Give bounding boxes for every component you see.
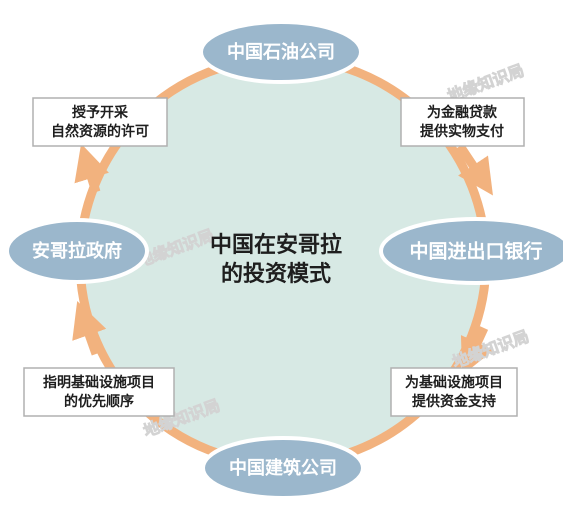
arrow-to-government xyxy=(72,300,107,356)
center-title-line1: 中国在安哥拉 xyxy=(210,232,342,258)
box-in-kind-payment-line2: 提供实物支付 xyxy=(420,123,504,140)
arrow-to-oil-company xyxy=(74,143,109,194)
center-title-line2: 的投资模式 xyxy=(221,261,331,287)
box-project-priority-line2: 的优先顺序 xyxy=(64,393,134,410)
box-funding-support-line2: 提供资金支持 xyxy=(412,393,496,410)
node-china-oil: 中国石油公司 xyxy=(199,20,363,84)
arrow-to-construction xyxy=(460,326,494,376)
arrow-to-bank xyxy=(456,143,493,196)
box-extraction-license-line2: 自然资源的许可 xyxy=(51,123,149,140)
box-in-kind-payment-line1: 为金融贷款 xyxy=(427,104,498,121)
box-project-priority-line1: 指明基础设施项目 xyxy=(43,374,155,391)
box-extraction-license: 授予开采 自然资源的许可 xyxy=(32,97,168,147)
node-angola-government: 安哥拉政府 xyxy=(5,218,149,284)
box-extraction-license-line1: 授予开采 xyxy=(72,104,129,121)
node-china-construction: 中国建筑公司 xyxy=(201,436,365,500)
node-china-construction-label: 中国建筑公司 xyxy=(229,457,337,479)
node-angola-government-label: 安哥拉政府 xyxy=(32,240,122,262)
box-in-kind-payment: 为金融贷款 提供实物支付 xyxy=(400,97,525,147)
node-china-exim-bank-label: 中国进出口银行 xyxy=(409,240,542,263)
node-china-exim-bank: 中国进出口银行 xyxy=(379,217,563,285)
node-china-oil-label: 中国石油公司 xyxy=(227,41,335,63)
box-funding-support-line1: 为基础设施项目 xyxy=(405,374,503,391)
cycle-ring-fill xyxy=(80,58,486,464)
box-funding-support: 为基础设施项目 提供资金支持 xyxy=(390,367,518,417)
box-project-priority: 指明基础设施项目 的优先顺序 xyxy=(23,367,175,417)
